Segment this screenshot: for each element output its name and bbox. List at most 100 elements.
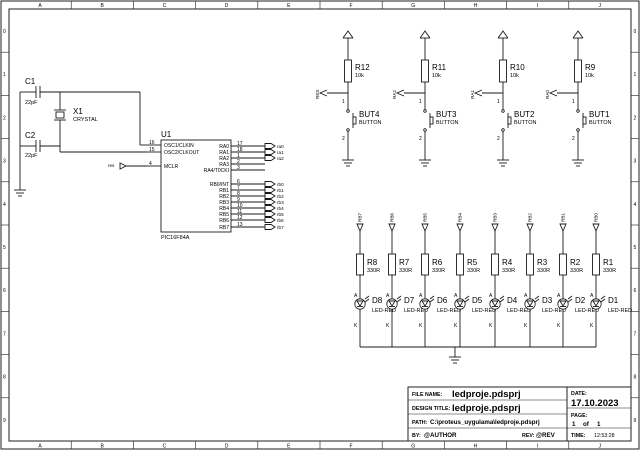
- cap-c1-value: 22pF: [25, 100, 38, 106]
- cap-c2-value: 22pF: [25, 153, 38, 159]
- cathode-label: K: [524, 323, 528, 329]
- grid-row-left-2: 2: [3, 115, 6, 121]
- crystal-ref: X1: [73, 107, 83, 116]
- resistor-r6[interactable]: [421, 253, 429, 276]
- resistor-r11[interactable]: [421, 59, 429, 83]
- resistor-r12[interactable]: [344, 59, 352, 83]
- led-d1[interactable]: [590, 295, 606, 310]
- net-terminal-ra2[interactable]: [264, 155, 276, 161]
- button-ref: BUT2: [514, 110, 535, 119]
- led-value: LED-RED: [372, 308, 396, 314]
- net-terminal-rb0[interactable]: [264, 181, 276, 187]
- anode-label: A: [454, 293, 458, 299]
- button-circuits: R1210kRESBUT4BUTTON12R1110kRA2BUT3BUTTON…: [315, 30, 612, 167]
- mcu-pin-name: RA4/T0CKI: [204, 168, 229, 174]
- net-terminal-ra0[interactable]: [264, 143, 276, 149]
- grid-row-right-0: 0: [634, 29, 637, 35]
- led-net-label: RB1: [561, 213, 566, 222]
- mcu-pin-number: 10: [237, 203, 243, 209]
- net-terminal-rb5[interactable]: [264, 211, 276, 217]
- mcu-pin-number: 13: [237, 222, 243, 228]
- led-d2[interactable]: [557, 295, 573, 310]
- path-value: C:\proteus_uygulama\ledproje.pdsprj: [430, 419, 540, 426]
- led-value: LED-RED: [507, 308, 531, 314]
- grid-col-top-E: E: [287, 3, 291, 9]
- grid-row-right-7: 7: [634, 331, 637, 337]
- grid-col-bottom-E: E: [287, 444, 291, 450]
- pin-number: 2: [342, 136, 345, 142]
- led-ground-bus: [360, 346, 596, 364]
- button-value: BUTTON: [359, 120, 382, 126]
- cathode-label: K: [454, 323, 458, 329]
- led-d4[interactable]: [489, 295, 505, 310]
- grid-row-right-9: 9: [634, 418, 637, 424]
- grid-row-left-8: 8: [3, 375, 6, 381]
- resistor-r10[interactable]: [499, 59, 507, 83]
- mcu-pin-name: RB1: [219, 188, 229, 194]
- grid-row-right-3: 3: [634, 159, 637, 165]
- mcu-pin-number: 1: [237, 153, 240, 159]
- page-of: of: [583, 421, 590, 428]
- resistor-r9[interactable]: [574, 59, 582, 83]
- resistor-value: 330R: [399, 268, 412, 274]
- resistor-r8[interactable]: [356, 253, 364, 276]
- resistor-ref: R6: [432, 258, 443, 267]
- mcu-pin-name: RB5: [219, 212, 229, 218]
- grid-col-top-I: I: [537, 3, 538, 9]
- mclr-terminal[interactable]: res: [108, 162, 147, 170]
- resistor-value: 330R: [367, 268, 380, 274]
- resistor-r4[interactable]: [491, 253, 499, 276]
- net-label-rb2: rb2: [277, 194, 284, 199]
- net-terminal-rb2[interactable]: [264, 193, 276, 199]
- net-terminal-rb3[interactable]: [264, 199, 276, 205]
- led-d5[interactable]: [454, 295, 470, 310]
- led-value: LED-RED: [542, 308, 566, 314]
- path-label: PATH:: [412, 420, 428, 426]
- mcu-pin-name: RA3: [219, 162, 229, 168]
- net-terminal-rb1[interactable]: [264, 187, 276, 193]
- rev-value: @REV: [536, 432, 556, 439]
- grid-row-left-3: 3: [3, 159, 6, 165]
- resistor-value: 330R: [570, 268, 583, 274]
- net-label-rb7: rb7: [277, 225, 284, 230]
- led-d7[interactable]: [386, 295, 402, 310]
- led-d8[interactable]: [354, 295, 370, 310]
- resistor-r1[interactable]: [592, 253, 600, 276]
- cap-c1-ref: C1: [25, 77, 36, 86]
- net-label-rb6: rb6: [277, 218, 284, 223]
- resistor-r2[interactable]: [559, 253, 567, 276]
- led-ref: D5: [472, 296, 483, 305]
- net-terminal-ra1[interactable]: [264, 149, 276, 155]
- power-arrow-icon: [419, 30, 431, 39]
- led-value: LED-RED: [472, 308, 496, 314]
- cathode-label: K: [557, 323, 561, 329]
- mcu-pin-name: RB2: [219, 194, 229, 200]
- led-d6[interactable]: [419, 295, 435, 310]
- mcu-pin-name: OSC2/CLKOUT: [164, 150, 199, 156]
- resistor-r5[interactable]: [456, 253, 464, 276]
- net-terminal-rb7[interactable]: [264, 224, 276, 230]
- mcu-pin-number: 7: [237, 185, 240, 191]
- led-d3[interactable]: [524, 295, 540, 310]
- net-label-rb1: rb1: [277, 188, 284, 193]
- net-terminal-rb4[interactable]: [264, 205, 276, 211]
- grid-row-left-1: 1: [3, 72, 6, 78]
- resistor-r3[interactable]: [526, 253, 534, 276]
- resistor-ref: R5: [467, 258, 478, 267]
- net-label-rb3: rb3: [277, 200, 284, 205]
- net-terminal-rb6[interactable]: [264, 217, 276, 223]
- file-name-value: ledproje.pdsprj: [452, 389, 521, 400]
- grid-col-top-H: H: [474, 3, 478, 9]
- grid-col-top-A: A: [38, 3, 42, 9]
- grid-row-right-6: 6: [634, 288, 637, 294]
- grid-col-bottom-D: D: [225, 444, 229, 450]
- mcu-ref: U1: [161, 130, 172, 139]
- anode-label: A: [354, 293, 358, 299]
- resistor-r7[interactable]: [388, 253, 396, 276]
- grid-row-left-5: 5: [3, 245, 6, 251]
- mcu-pin-name: RB4: [219, 206, 229, 212]
- resistor-value: 330R: [537, 268, 550, 274]
